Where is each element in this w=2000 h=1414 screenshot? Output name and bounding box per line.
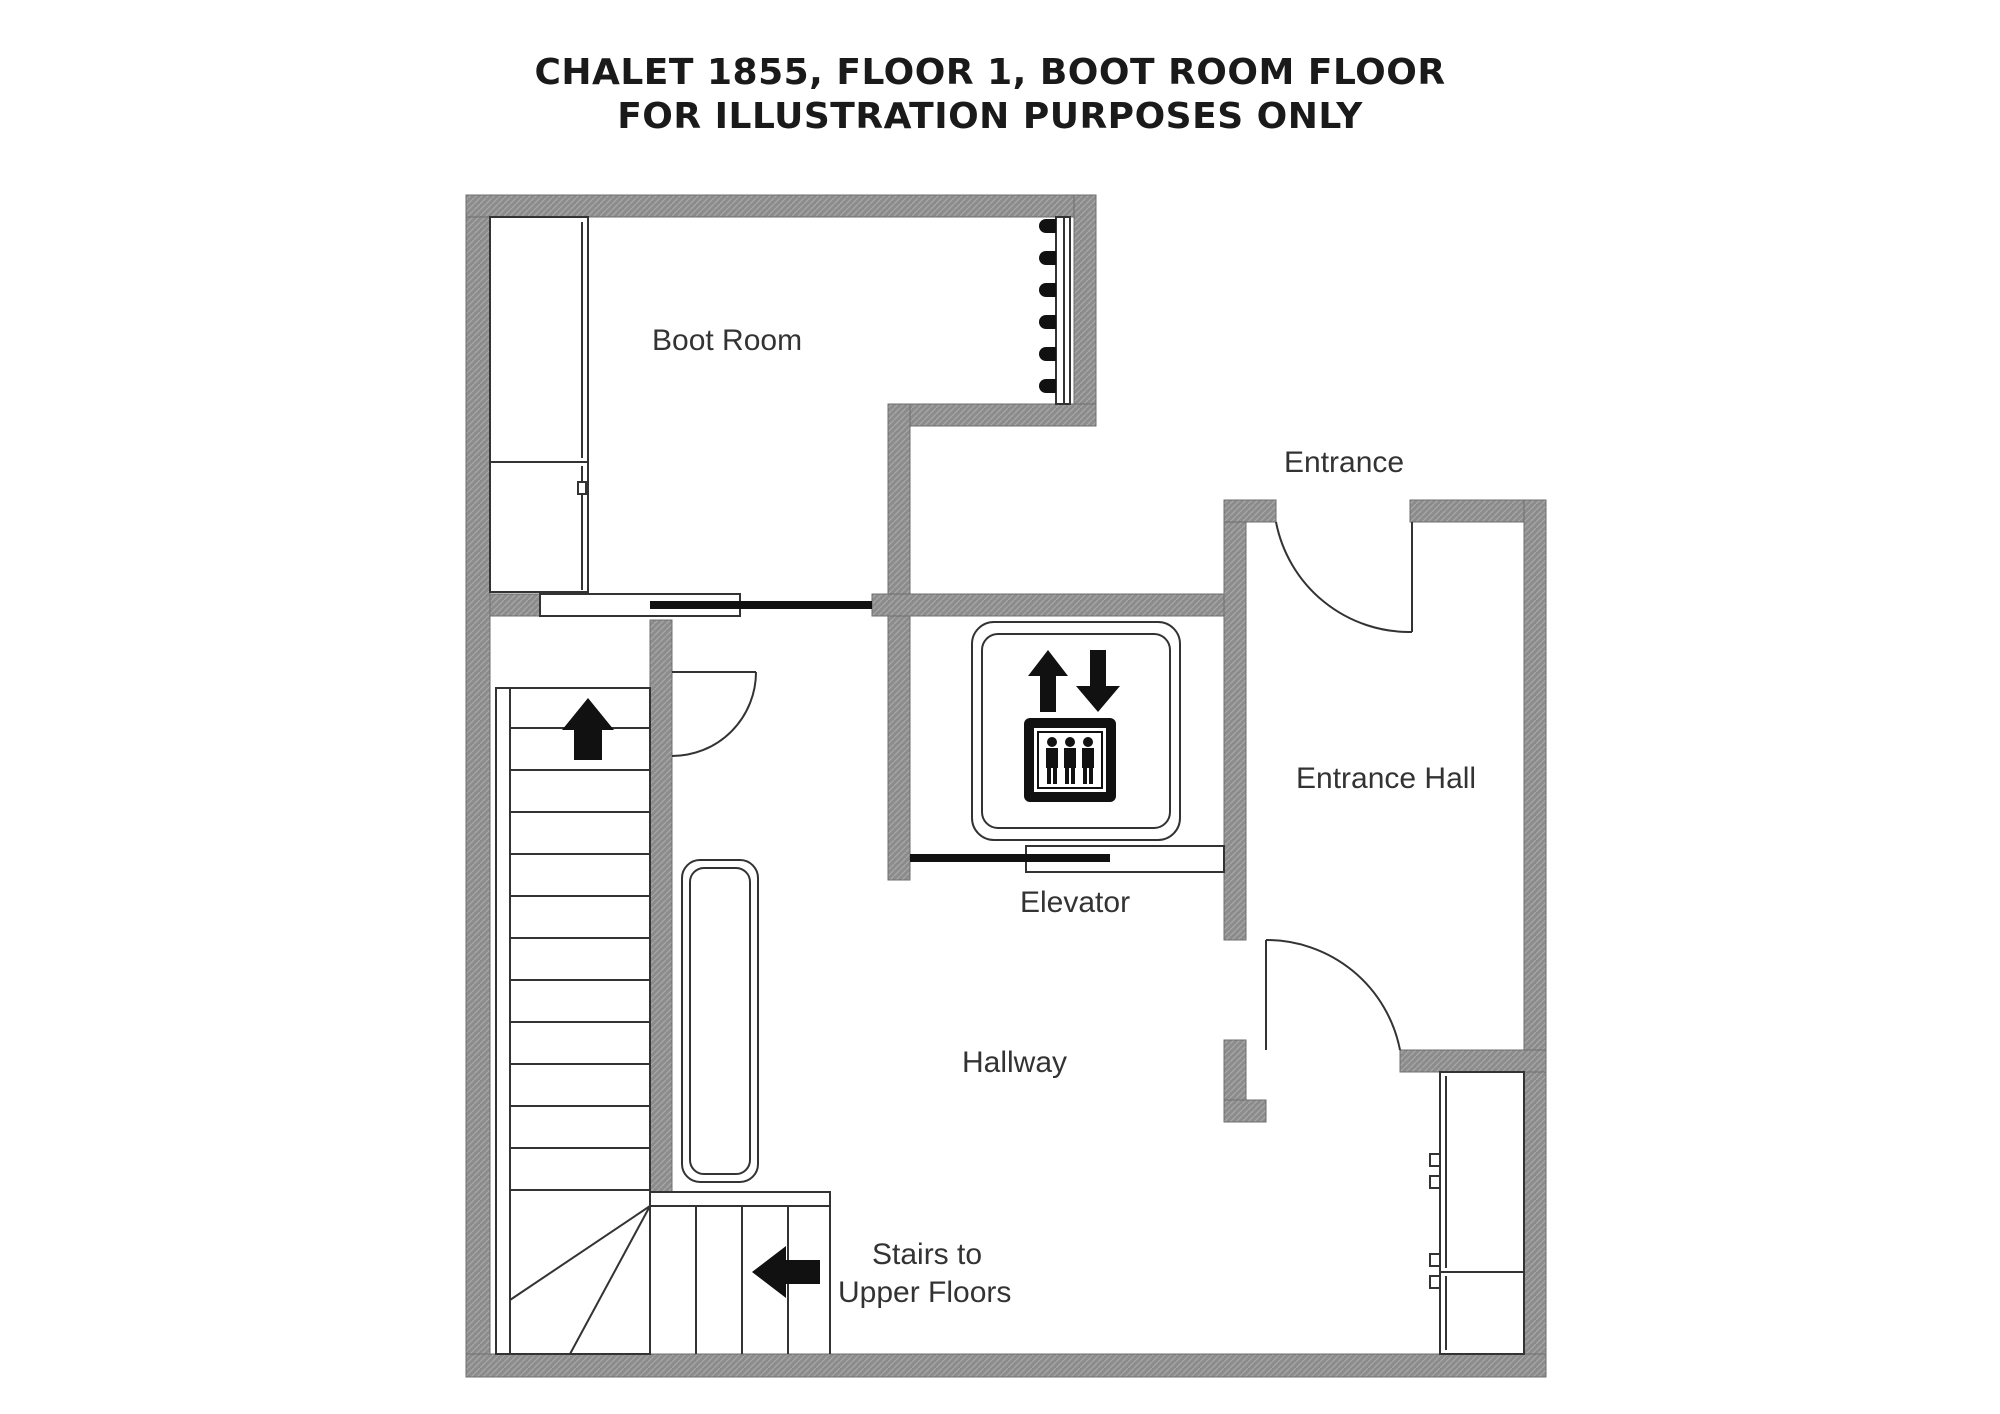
plan-title-line2: FOR ILLUSTRATION PURPOSES ONLY <box>617 96 1363 137</box>
wall-boot-room-bottom-left <box>489 593 541 617</box>
left-arrow-icon <box>752 1246 820 1298</box>
up-arrow-icon <box>562 698 614 760</box>
wall-elevator-left <box>887 403 911 881</box>
wall-entrance-hall-left-upper <box>1223 499 1247 941</box>
label-stairs-line2: Upper Floors <box>838 1276 1011 1309</box>
wall-boot-room-top <box>465 194 1097 218</box>
label-hallway: Hallway <box>962 1046 1067 1079</box>
wall-outer-right <box>1523 499 1547 1378</box>
wall-entrance-top-left <box>1223 499 1277 523</box>
elevator-icon <box>1024 650 1120 802</box>
wall-entrance-hall-bottom-right <box>1399 1049 1547 1073</box>
label-elevator: Elevator <box>1020 886 1130 919</box>
boot-rack <box>1039 216 1071 405</box>
plan-title-line1: CHALET 1855, FLOOR 1, BOOT ROOM FLOOR <box>534 52 1446 93</box>
elevator-door <box>910 845 1225 873</box>
hallway-bench <box>681 859 759 1183</box>
wall-boot-room-right <box>1073 194 1097 426</box>
wall-entrance-hall-bottom-left-stub <box>1223 1099 1267 1123</box>
stair-door <box>671 671 757 757</box>
walls <box>465 194 1547 1378</box>
label-entrance: Entrance <box>1284 446 1404 479</box>
wall-outer-left <box>465 194 491 1378</box>
wall-boot-room-step <box>887 403 1097 427</box>
entrance-hall-door <box>1265 938 1401 1051</box>
staircase <box>495 687 831 1355</box>
label-entrance-hall: Entrance Hall <box>1296 762 1476 795</box>
entrance-door <box>1275 521 1413 634</box>
label-stairs-line1: Stairs to <box>872 1238 982 1271</box>
wall-outer-bottom <box>465 1353 1547 1378</box>
entrance-hall-cupboard <box>1429 1071 1525 1355</box>
wall-elevator-top <box>871 593 1245 617</box>
wall-entrance-top-right <box>1409 499 1525 523</box>
wall-stair-partition <box>649 619 673 1193</box>
boot-room-cupboards <box>489 216 589 593</box>
boot-room-sliding-door <box>539 593 872 617</box>
label-boot-room: Boot Room <box>652 324 802 357</box>
